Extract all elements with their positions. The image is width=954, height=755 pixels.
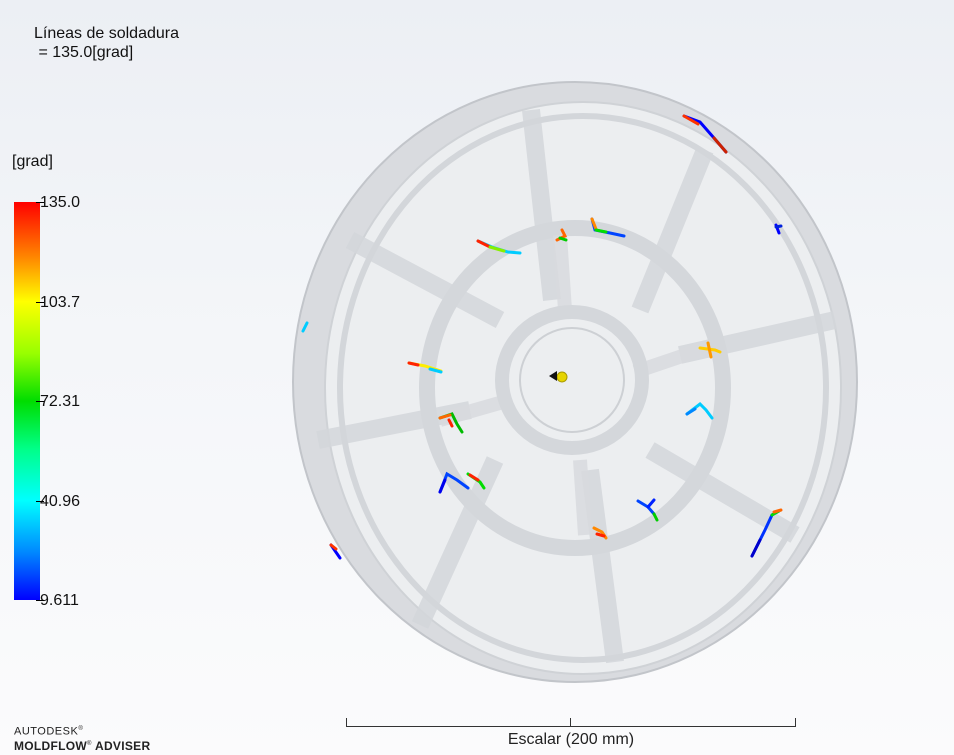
legend-tick-max: 135.0 <box>35 194 81 211</box>
scale-bar <box>346 716 796 730</box>
legend-tick-3: 72.31 <box>35 393 81 410</box>
part-model[interactable] <box>292 81 858 683</box>
brand-line3: ADVISER <box>94 738 151 753</box>
legend-tick-min: 9.611 <box>36 592 79 609</box>
weld-lines[interactable] <box>301 114 783 560</box>
result-title-value: = 135.0[grad] <box>34 44 134 61</box>
brand-line2: MOLDFLOW <box>14 738 88 753</box>
legend-tick-4: 40.96 <box>35 493 81 510</box>
injection-point[interactable] <box>556 371 568 383</box>
result-title: Líneas de soldadura = 135.0[grad] <box>34 24 179 62</box>
scale-bar-label: Escalar (200 mm) <box>507 731 635 748</box>
injection-arrow-icon <box>549 371 557 381</box>
brand-mark1: ® <box>78 726 84 732</box>
brand-mark2: ® <box>87 740 92 747</box>
legend-units: [grad] <box>12 153 53 170</box>
brand-line1: AUTODESK <box>14 725 79 738</box>
result-title-name: Líneas de soldadura <box>34 25 179 42</box>
legend-colorbar <box>14 202 40 600</box>
legend-tick-2: 103.7 <box>35 294 81 311</box>
autodesk-moldflow-logo: AUTODESK® MOLDFLOW® ADVISER <box>14 723 150 752</box>
